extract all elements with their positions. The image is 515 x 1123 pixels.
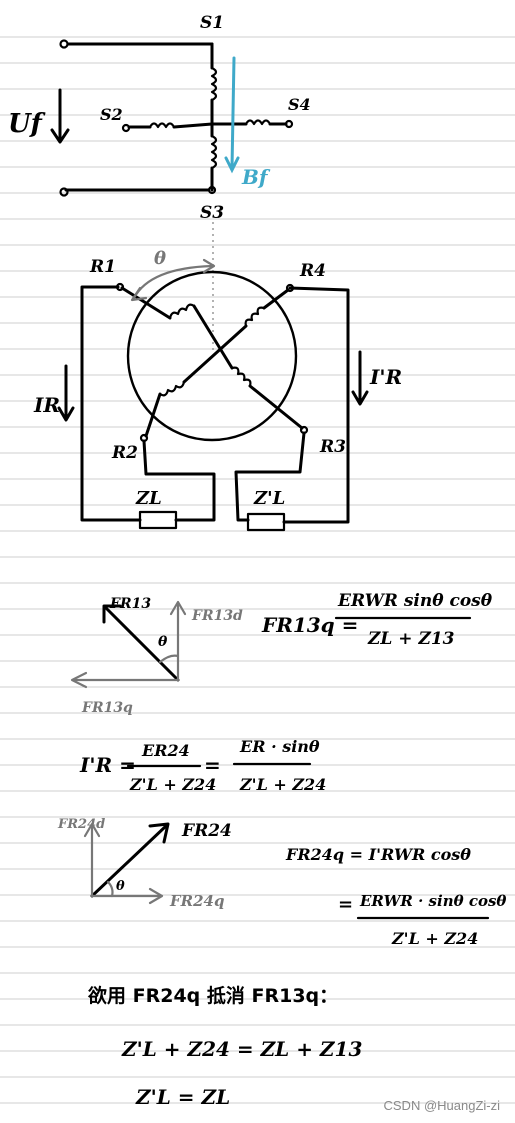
ir-arrow <box>57 364 75 422</box>
vector-diagram-fr24 <box>83 822 170 905</box>
label-fr13: FR13 <box>109 596 151 612</box>
label-r1: R1 <box>89 257 116 277</box>
label-r4: R4 <box>299 261 326 281</box>
terminal-s4 <box>284 119 294 129</box>
label-fr13q: FR13q <box>81 700 133 716</box>
eq2-den1: Z'L + Z24 <box>129 775 216 794</box>
conclusion-line1: 欲用 FR24q 抵消 FR13q： <box>87 984 338 1007</box>
eq1-denominator: ZL + Z13 <box>367 629 455 649</box>
rotor-circle <box>126 270 298 442</box>
eq3-lhs: FR24q = I'RWR cosθ <box>285 845 471 864</box>
label-theta-vec2: θ <box>116 879 125 894</box>
label-r2: R2 <box>111 443 138 463</box>
label-zl-prime: Z'L <box>253 488 285 509</box>
eq2-lhs: I'R = <box>79 753 136 777</box>
label-bf: Bf <box>241 165 271 189</box>
label-fr13d: FR13d <box>191 608 243 624</box>
label-s2: S2 <box>100 105 123 124</box>
label-theta-rotor: θ <box>154 248 166 269</box>
label-s4: S4 <box>288 95 311 114</box>
conclusion-line3: Z'L = ZL <box>135 1085 230 1109</box>
terminal-s1-left <box>59 39 69 49</box>
vector-diagram-fr13 <box>70 600 187 689</box>
bf-arrow <box>224 56 240 174</box>
eq2-equals: = <box>204 753 221 777</box>
eq1-lhs: FR13q = <box>261 613 358 637</box>
label-s1: S1 <box>200 13 224 33</box>
label-ir-prime: I'R <box>369 365 402 389</box>
eq3-numerator: ERWR · sinθ cosθ <box>359 892 506 910</box>
eq1-numerator: ERWR sinθ cosθ <box>337 591 493 611</box>
label-fr24: FR24 <box>181 821 232 841</box>
label-uf: Uf <box>8 109 46 139</box>
terminal-s3-left <box>59 187 69 197</box>
label-fr24q: FR24q <box>169 892 224 910</box>
label-theta-vec1: θ <box>158 634 168 650</box>
stator-coil-upper <box>210 66 218 102</box>
rotor-diagram <box>80 258 350 532</box>
watermark: CSDN @HuangZi-zi <box>384 1098 501 1113</box>
label-fr24d: FR24d <box>57 817 105 832</box>
eq3-equals: = <box>338 894 353 915</box>
label-zl: ZL <box>135 488 162 509</box>
ruled-lines <box>0 36 515 1104</box>
eq3-denominator: Z'L + Z24 <box>391 929 478 948</box>
eq2-den2: Z'L + Z24 <box>239 775 326 794</box>
label-s3: S3 <box>200 203 224 223</box>
eq2-num1: ER24 <box>141 741 190 760</box>
stator-coil-lower <box>210 134 218 170</box>
label-ir: IR <box>33 393 60 417</box>
stator-coil-s4 <box>244 119 272 126</box>
stator-coil-s2 <box>148 122 176 129</box>
conclusion-line2: Z'L + Z24 = ZL + Z13 <box>121 1037 362 1061</box>
eq2-num2: ER · sinθ <box>239 737 320 756</box>
label-r3: R3 <box>319 437 346 457</box>
stator-winding <box>59 39 294 350</box>
load-zl-prime <box>246 512 286 532</box>
load-zl <box>138 510 178 530</box>
ir-prime-arrow <box>351 350 369 406</box>
uf-arrow <box>50 88 70 144</box>
